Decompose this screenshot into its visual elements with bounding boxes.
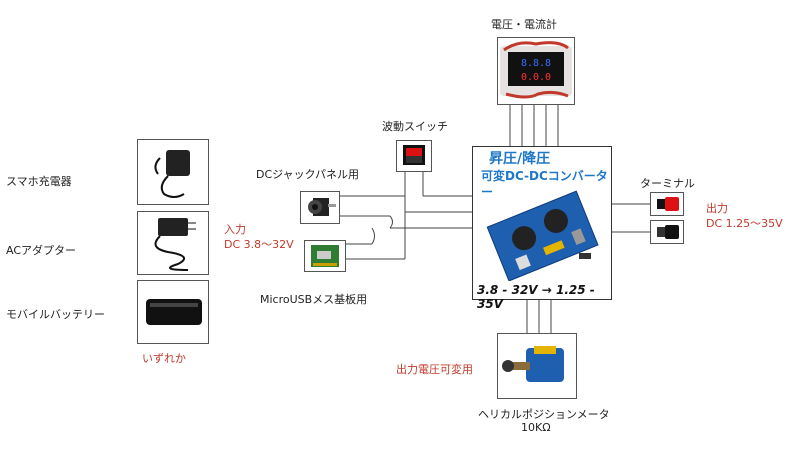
dc-jack-label: DCジャックパネル用: [256, 168, 360, 181]
any-label: いずれか: [142, 352, 186, 365]
terminal-red-image: [650, 192, 684, 216]
helical-name: ヘリカルポジションメータ: [478, 408, 610, 421]
converter-title-2: 可変DC-DCコンバーター: [481, 169, 608, 199]
ac-adapter-image: [137, 211, 209, 275]
usb-board-icon: [311, 245, 339, 267]
converter-board-icon: [486, 190, 599, 281]
mobile-battery-label: モバイルバッテリー: [6, 308, 105, 321]
meter-image: 8.8.8 0.0.0: [497, 37, 575, 105]
phone-charger-label: スマホ充電器: [6, 175, 72, 188]
helical-pot-icon: [502, 346, 564, 382]
input-title: 入力: [224, 223, 246, 236]
dc-jack-image: [300, 191, 340, 224]
helical-value: 10KΩ: [521, 421, 551, 434]
dc-jack-icon: [308, 198, 336, 216]
charger-icon: [154, 150, 190, 198]
converter-box: 昇圧/降圧 可変DC-DCコンバーター 3.8 - 32V → 1.25 - 3…: [472, 146, 612, 311]
red-terminal-icon: [657, 197, 679, 211]
micro-usb-label: MicroUSBメス基板用: [260, 293, 368, 306]
converter-title-1: 昇圧/降圧: [489, 151, 551, 167]
output-variable-label: 出力電圧可変用: [396, 363, 473, 376]
input-range: DC 3.8〜32V: [224, 238, 294, 251]
converter-footer: 3.8 - 32V → 1.25 - 35V: [477, 283, 595, 311]
black-terminal-icon: [657, 225, 679, 239]
helical-pot-image: [497, 333, 577, 399]
meter-top-digits: 8.8.8: [521, 58, 551, 69]
phone-charger-image: [137, 139, 209, 205]
wave-switch-label: 波動スイッチ: [382, 120, 448, 133]
wave-switch-image: [396, 140, 432, 172]
output-range: DC 1.25〜35V: [706, 217, 783, 230]
terminal-label: ターミナル: [640, 177, 695, 190]
meter-label: 電圧・電流計: [491, 18, 557, 31]
output-title: 出力: [706, 202, 728, 215]
mobile-battery-image: [137, 280, 209, 344]
meter-icon: 8.8.8 0.0.0: [500, 41, 572, 99]
meter-bottom-digits: 0.0.0: [521, 72, 551, 83]
adapter-icon: [154, 218, 196, 271]
terminal-black-image: [650, 220, 684, 244]
micro-usb-image: [304, 240, 346, 272]
battery-icon: [146, 299, 202, 325]
rocker-switch-icon: [403, 145, 425, 165]
ac-adapter-label: ACアダプター: [6, 244, 77, 257]
